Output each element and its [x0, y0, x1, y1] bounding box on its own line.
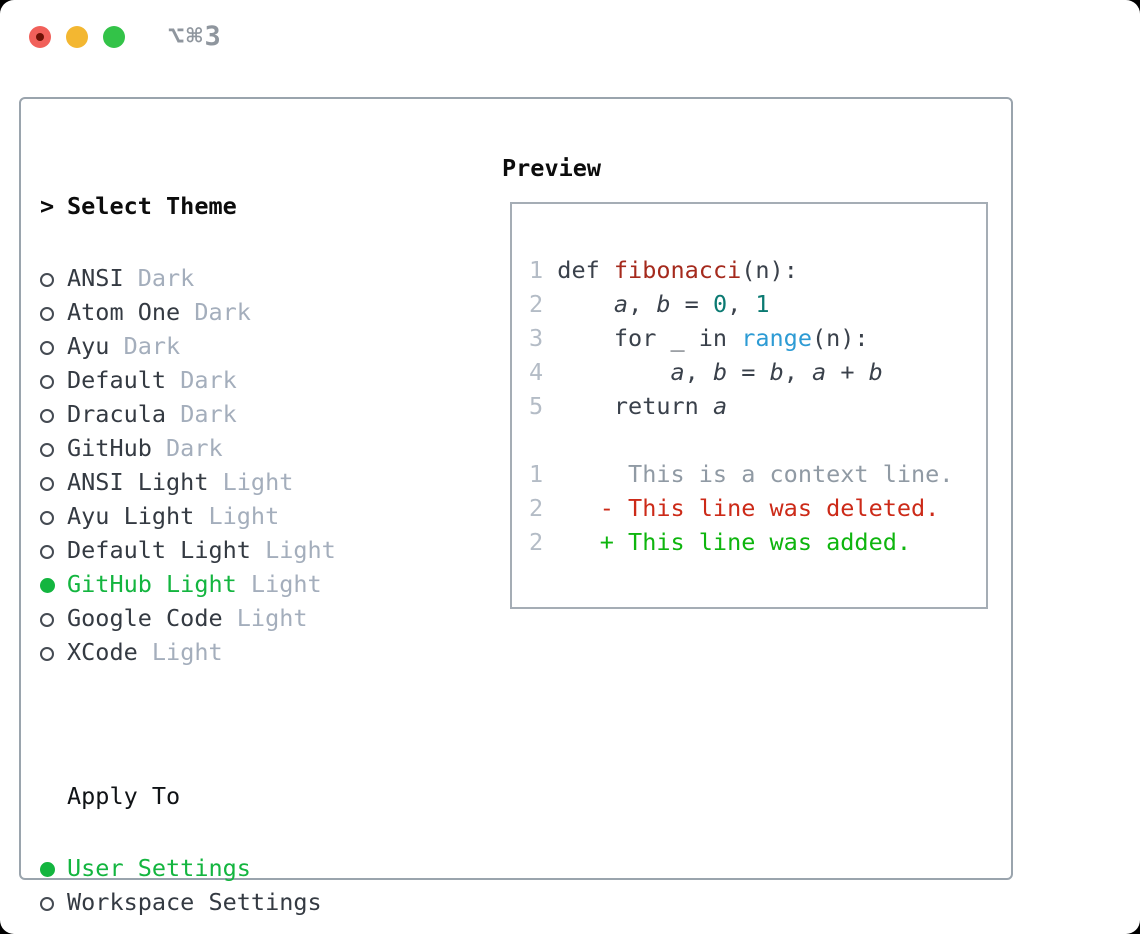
theme-option-dracula[interactable]: Dracula Dark [40, 397, 436, 431]
radio-icon [40, 375, 54, 389]
theme-variant-tag: Light [250, 536, 336, 564]
code-line: 4 a, b = b, a + b [529, 358, 883, 386]
close-dot-icon [36, 33, 44, 41]
code-line: 2 - This line was deleted. [529, 494, 940, 522]
apply-option-user-settings[interactable]: User Settings [40, 851, 436, 885]
line-number: 1 [529, 256, 544, 284]
maximize-button[interactable] [103, 26, 125, 48]
theme-name: Default [67, 366, 167, 394]
keyboard-shortcut-label: ⌥⌘3 [168, 21, 223, 52]
line-number: 4 [529, 358, 544, 386]
apply-option-label: User Settings [67, 854, 251, 882]
preview-title: Preview [502, 154, 602, 182]
theme-name: GitHub Light [67, 570, 237, 598]
theme-variant-tag: Light [208, 468, 294, 496]
minimize-button[interactable] [66, 26, 88, 48]
select-theme-title: Select Theme [67, 192, 237, 220]
theme-option-google-code[interactable]: Google Code Light [40, 601, 436, 635]
theme-option-ansi-light[interactable]: ANSI Light Light [40, 465, 436, 499]
theme-name: Google Code [67, 604, 223, 632]
apply-option-workspace-settings[interactable]: Workspace Settings [40, 885, 436, 919]
line-number: 2 [529, 528, 544, 556]
theme-name: Default Light [67, 536, 251, 564]
line-number: 3 [529, 324, 544, 352]
theme-name: Ayu [67, 332, 110, 360]
theme-option-ayu-light[interactable]: Ayu Light Light [40, 499, 436, 533]
spacer [40, 707, 436, 741]
theme-name: GitHub [67, 434, 152, 462]
radio-icon [40, 443, 54, 457]
theme-option-default[interactable]: Default Dark [40, 363, 436, 397]
code-line: 2 a, b = 0, 1 [529, 290, 770, 318]
radio-icon [40, 647, 54, 661]
theme-name: ANSI [67, 264, 124, 292]
theme-variant-tag: Light [236, 570, 322, 598]
theme-name: Ayu Light [67, 502, 195, 530]
theme-variant-tag: Dark [151, 434, 223, 462]
theme-variant-tag: Light [137, 638, 223, 666]
select-theme-header: > Select Theme [40, 189, 436, 223]
radio-icon [40, 897, 54, 911]
theme-option-ayu[interactable]: Ayu Dark [40, 329, 436, 363]
code-line: 5 return a [529, 392, 728, 420]
theme-option-atom-one[interactable]: Atom One Dark [40, 295, 436, 329]
apply-to-header: Apply To [40, 779, 436, 813]
theme-name: ANSI Light [67, 468, 209, 496]
radio-selected-icon [40, 862, 55, 877]
close-button[interactable] [29, 26, 51, 48]
theme-variant-tag: Light [222, 604, 308, 632]
line-number: 2 [529, 494, 544, 522]
cursor-icon: > [40, 192, 55, 220]
theme-variant-tag: Dark [166, 366, 237, 394]
radio-icon [40, 511, 54, 525]
code-preview: 1 def fibonacci(n): 2 a, b = 0, 1 3 for _ … [529, 253, 953, 559]
theme-option-xcode[interactable]: XCode Light [40, 635, 436, 669]
radio-selected-icon [40, 578, 55, 593]
theme-name: Atom One [67, 298, 181, 326]
radio-icon [40, 477, 54, 491]
radio-icon [40, 307, 54, 321]
code-line [529, 423, 953, 457]
radio-icon [40, 545, 54, 559]
radio-icon [40, 341, 54, 355]
theme-variant-tag: Light [194, 502, 280, 530]
radio-icon [40, 273, 54, 287]
theme-option-default-light[interactable]: Default Light Light [40, 533, 436, 567]
radio-icon [40, 409, 54, 423]
theme-variant-tag: Dark [123, 264, 195, 292]
titlebar: ⌥⌘3 [0, 0, 1140, 75]
code-line: 1 This is a context line. [529, 460, 954, 488]
code-line: 1 def fibonacci(n): [529, 256, 798, 284]
theme-variant-tag: Dark [180, 298, 251, 326]
theme-name: XCode [67, 638, 138, 666]
theme-name: Dracula [67, 400, 167, 428]
apply-to-title: Apply To [67, 782, 181, 810]
theme-variant-tag: Dark [109, 332, 181, 360]
code-line: 3 for _ in range(n): [529, 324, 869, 352]
radio-icon [40, 613, 54, 627]
theme-option-ansi[interactable]: ANSI Dark [40, 261, 436, 295]
code-line: 2 + This line was added. [529, 528, 912, 556]
preview-box: 1 def fibonacci(n): 2 a, b = 0, 1 3 for _ … [510, 202, 988, 609]
theme-option-github[interactable]: GitHub Dark [40, 431, 436, 465]
line-number: 2 [529, 290, 544, 318]
apply-option-label: Workspace Settings [67, 888, 322, 916]
line-number: 1 [529, 460, 544, 488]
theme-variant-tag: Dark [166, 400, 237, 428]
line-number: 5 [529, 392, 544, 420]
theme-option-github-light[interactable]: GitHub Light Light [40, 567, 436, 601]
